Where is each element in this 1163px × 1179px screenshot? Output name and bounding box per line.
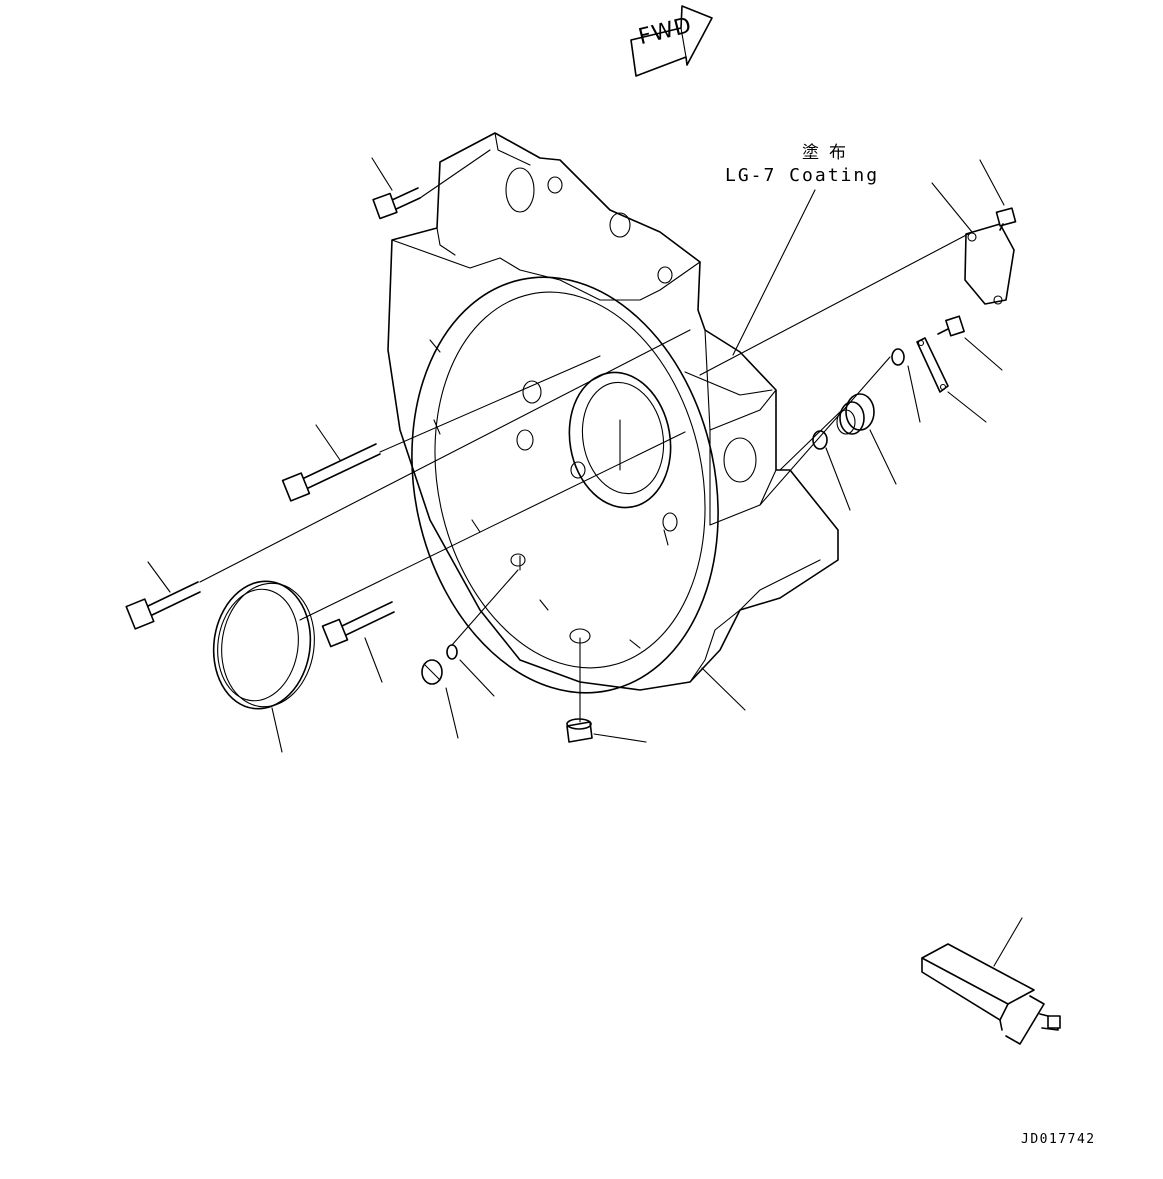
coating-label-english: LG-7 Coating <box>725 165 880 186</box>
fwd-arrow-icon <box>630 5 713 77</box>
plug-small <box>421 659 443 685</box>
o-ring-right <box>812 430 828 450</box>
coating-label-japanese: 塗布 <box>802 143 856 163</box>
tool-bottom-right <box>921 943 1061 1045</box>
oil-seal <box>212 580 315 710</box>
washer-right <box>891 348 905 366</box>
bolt-long-left <box>281 443 381 502</box>
leader-lines <box>147 149 1023 967</box>
bolt-top-left <box>372 187 421 220</box>
bolt-middle-lower <box>321 601 395 648</box>
drawing-id: JD017742 <box>1021 1132 1096 1147</box>
bolt-lower-left <box>125 581 201 630</box>
o-ring-small <box>446 644 458 660</box>
clip-plate <box>916 337 949 393</box>
bolt-right <box>937 315 965 337</box>
bolt-small-top-right <box>995 207 1017 231</box>
cover-plate <box>964 223 1015 305</box>
drain-plug-right <box>836 393 875 435</box>
plug-cap <box>566 718 593 743</box>
flywheel-housing <box>387 132 839 694</box>
